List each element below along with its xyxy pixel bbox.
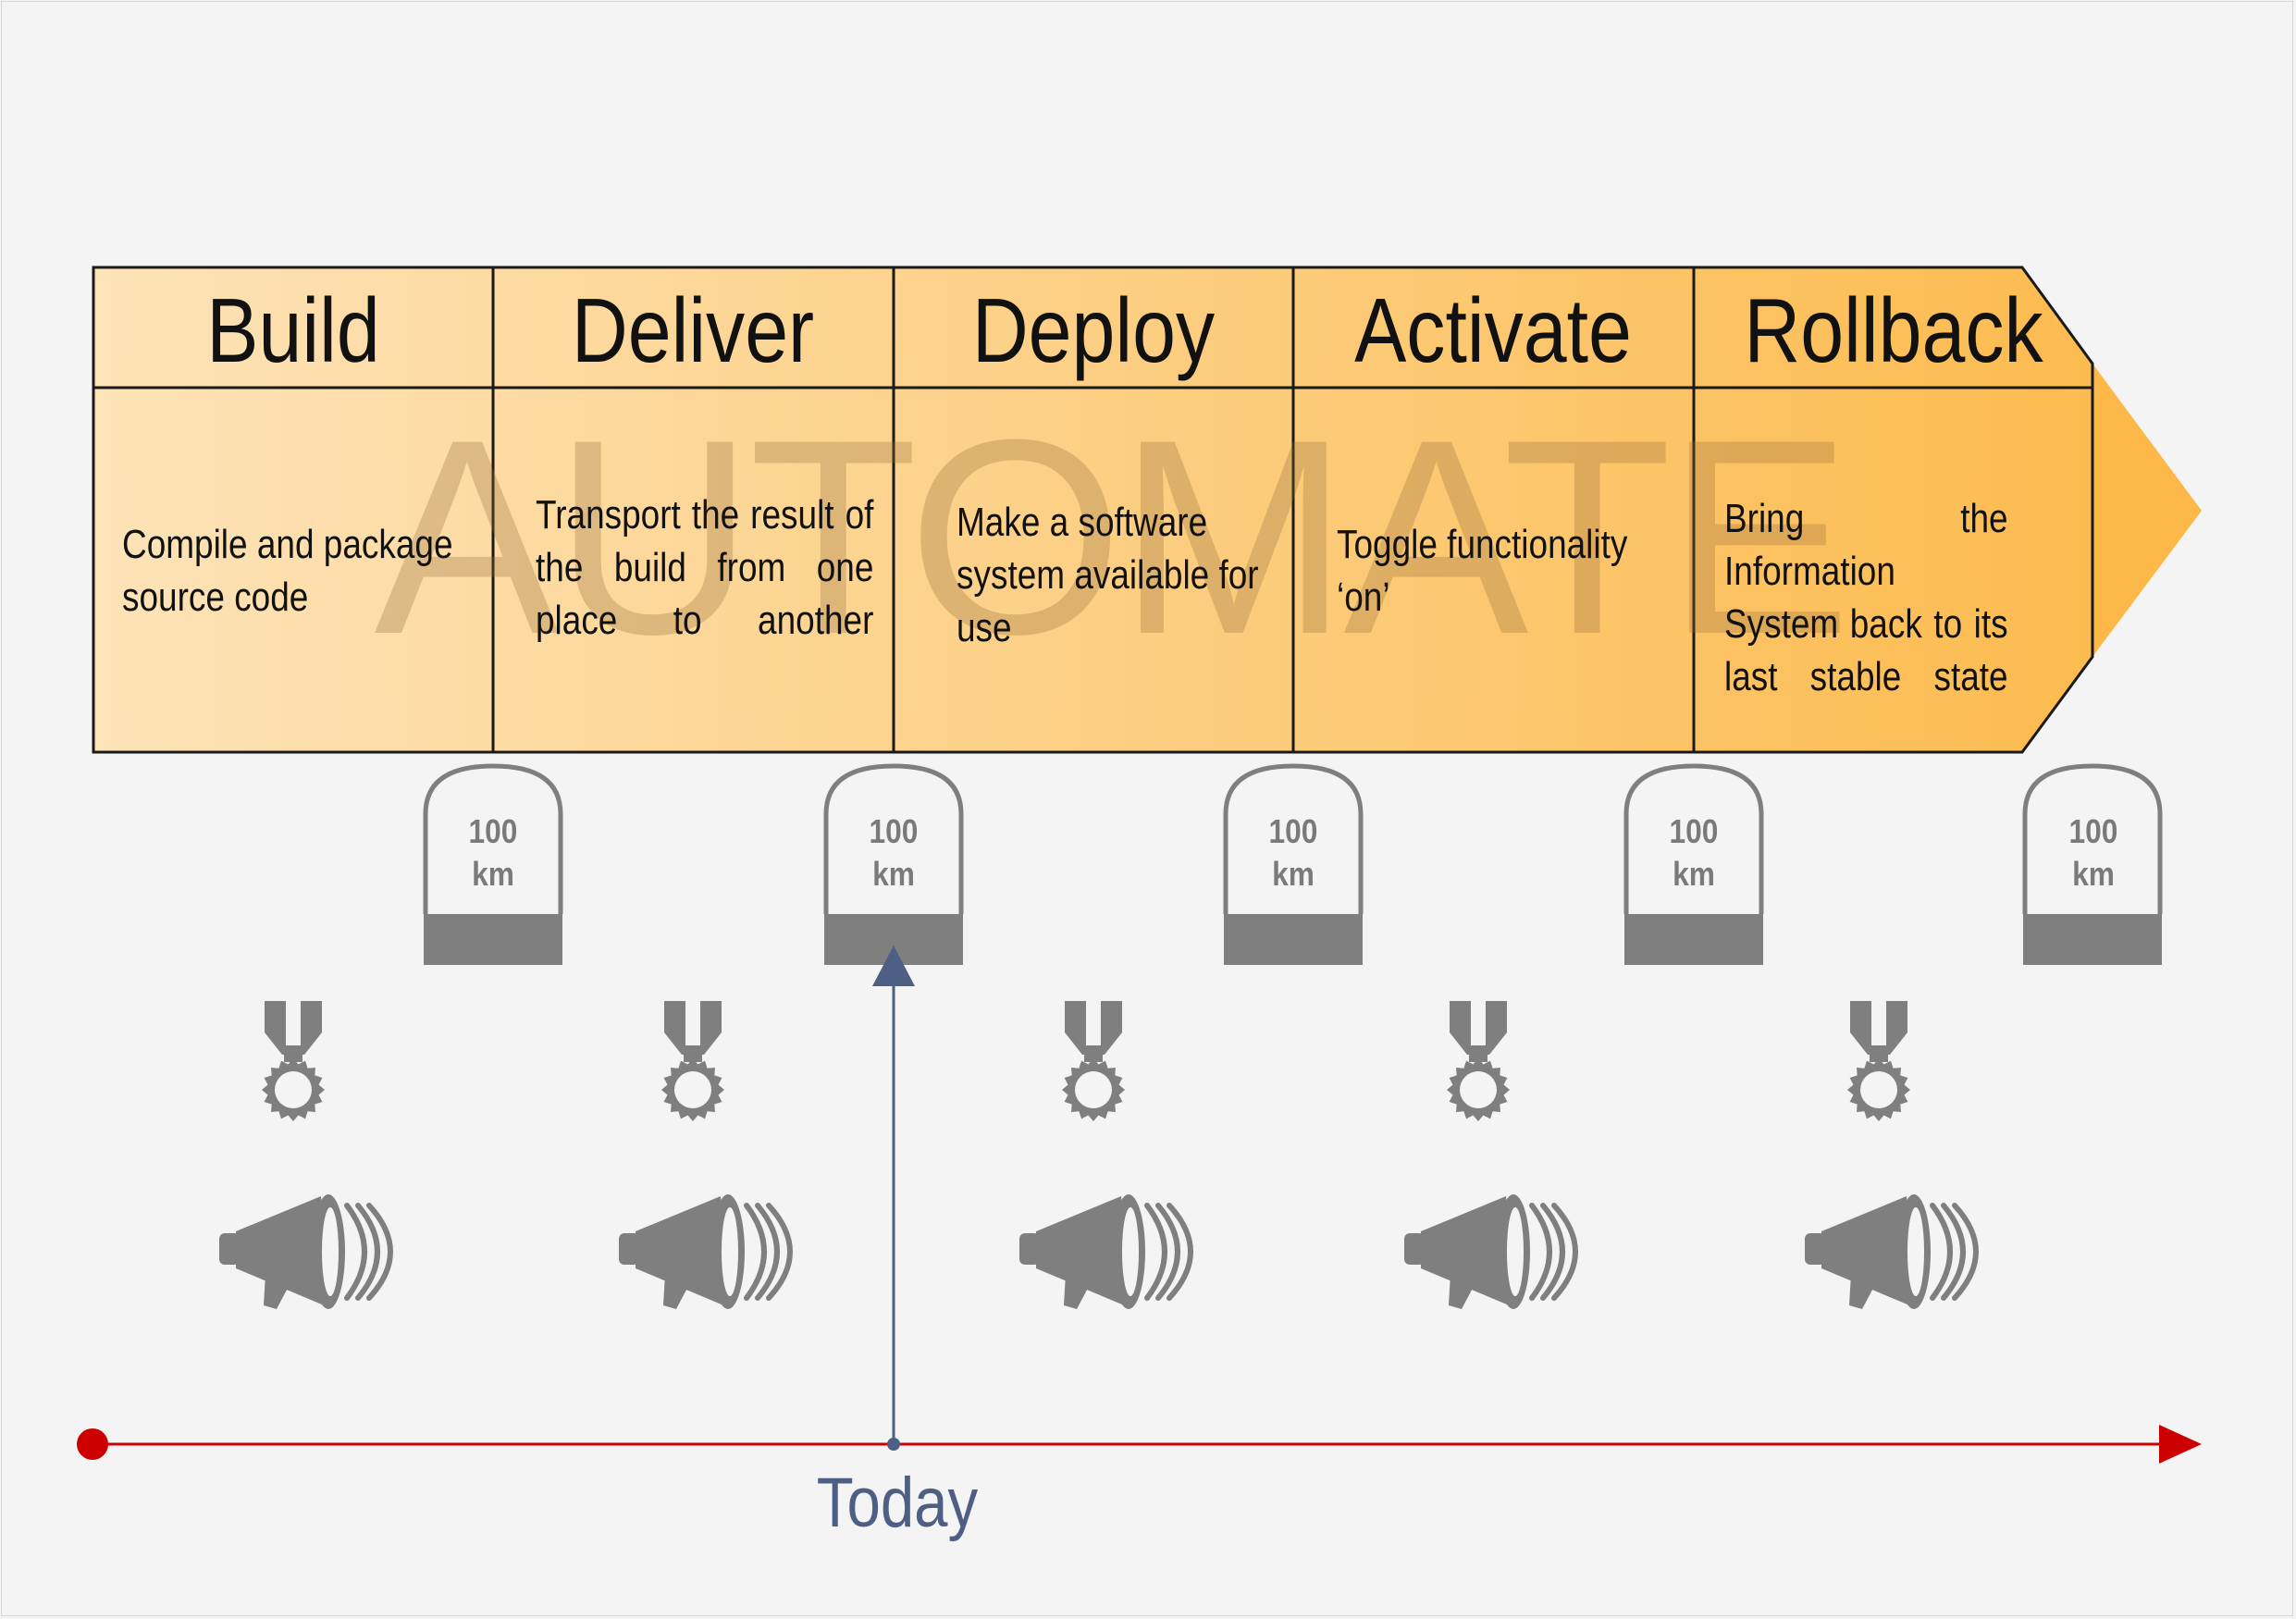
milestone-unit: km [1272, 855, 1315, 893]
stage-title-build: Build [206, 279, 380, 381]
milestone-unit: km [872, 855, 915, 893]
arrow-tip [2092, 364, 2202, 657]
medal-icon [661, 1001, 724, 1121]
timeline-start-dot [77, 1428, 108, 1460]
milestone-value: 100 [1669, 812, 1719, 850]
milestone-value: 100 [869, 812, 919, 850]
milestone-stone-icon [2022, 763, 2163, 965]
stage-title-deploy: Deploy [971, 279, 1216, 381]
stage-description-build: Compile and package source code [122, 522, 453, 620]
milestone-stone-icon [1623, 763, 1764, 965]
stage-description-activate: Toggle functionality ‘on’ [1337, 522, 1628, 620]
milestone-unit: km [1673, 855, 1715, 893]
milestone-stone-icon [423, 763, 563, 965]
milestone-value: 100 [468, 812, 518, 850]
megaphone-icon [1404, 1194, 1578, 1309]
milestone-unit: km [472, 855, 514, 893]
stage-description-deploy: Make a software system available for use [957, 500, 1259, 650]
medal-icon [1062, 1001, 1125, 1121]
milestone-stone-icon [823, 763, 964, 965]
medal-icon [1447, 1001, 1510, 1121]
timeline-arrowhead [2159, 1425, 2202, 1464]
megaphone-icon [1805, 1194, 1979, 1309]
milestone-label: 100 km [1633, 810, 1755, 896]
milestone-stone-icon [1223, 763, 1364, 965]
milestone-value: 100 [2068, 812, 2118, 850]
megaphone-icon [1019, 1194, 1193, 1309]
megaphone-icon [619, 1194, 793, 1309]
automate-watermark: AUTOMATE [374, 381, 1851, 692]
stage-title-activate: Activate [1354, 279, 1632, 381]
milestone-unit: km [2072, 855, 2115, 893]
stage-title-rollback: Rollback [1744, 279, 2043, 381]
milestone-label: 100 km [432, 810, 554, 896]
stage-description-deliver: Transport the result of the build from o… [536, 492, 874, 643]
medal-icon [262, 1001, 325, 1121]
stage-title-deliver: Deliver [571, 279, 815, 381]
stage-description-rollback: Bring the Information System back to its… [1724, 496, 2008, 699]
milestone-label: 100 km [1232, 810, 1354, 896]
milestone-label: 100 km [2032, 810, 2154, 896]
medal-icon [1847, 1001, 1910, 1121]
today-marker-arrowhead [872, 945, 915, 986]
milestone-label: 100 km [833, 810, 955, 896]
today-marker-dot [887, 1438, 900, 1451]
megaphone-icon [219, 1194, 393, 1309]
today-label: Today [816, 1464, 979, 1542]
milestone-value: 100 [1268, 812, 1318, 850]
